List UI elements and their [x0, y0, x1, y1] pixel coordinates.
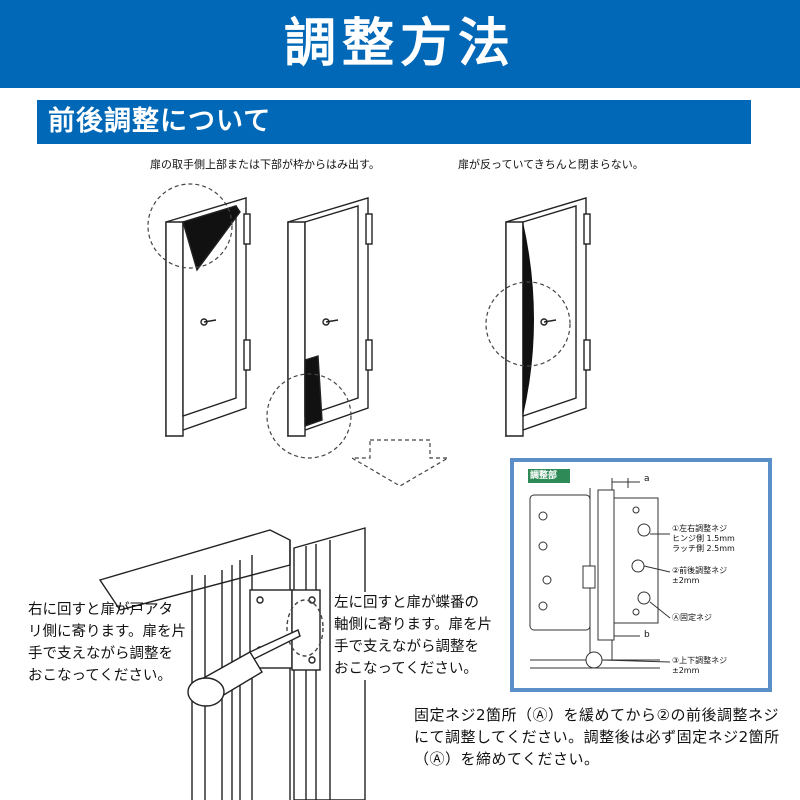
- caption-left: 扉の取手側上部または下部が枠からはみ出す。: [150, 158, 380, 171]
- left-turn-line3: 手で支えながら調整を: [334, 639, 479, 655]
- door-illustration-2: [287, 197, 373, 437]
- label3-line1: ③上下調整ネジ: [672, 656, 728, 665]
- section-header: 前後調整について: [37, 100, 751, 144]
- door-illustration-1: [165, 197, 251, 437]
- label3-line2: ±2mm: [672, 666, 700, 675]
- dimension-b-label: b: [644, 630, 650, 640]
- down-arrow-icon: [349, 439, 451, 487]
- right-turn-line4: おこなってください。: [28, 668, 172, 684]
- label1-line2: ヒンジ側 1.5mm: [672, 534, 735, 543]
- left-turn-note: 左に回すと扉が蝶番の 軸側に寄ります。扉を片 手で支えながら調整を おこなってく…: [334, 592, 493, 680]
- label1-line3: ラッチ側 2.5mm: [672, 544, 735, 553]
- header-banner: 調整方法: [0, 0, 800, 88]
- right-turn-line3: 手で支えながら調整を: [28, 646, 173, 662]
- right-turn-note: 右に回すと扉が戸アタ リ側に寄ります。扉を片 手で支えながら調整を おこなってく…: [28, 599, 186, 687]
- highlight-circle-middle: [485, 281, 571, 367]
- adjust-screw-3-label: ③上下調整ネジ ±2mm: [672, 656, 727, 676]
- inset-tag-label: 調整部: [530, 471, 558, 481]
- left-turn-line2: 軸側に寄ります。扉を片: [334, 617, 493, 633]
- adjust-screw-2-label: ②前後調整ネジ ±2mm: [672, 566, 727, 586]
- caption-right: 扉が反っていてきちんと閉まらない。: [458, 158, 644, 171]
- inset-tag: [528, 469, 570, 483]
- fixing-screw-label: Ⓐ固定ネジ: [672, 613, 712, 622]
- adjust-screw-1-label: ①左右調整ネジ ヒンジ側 1.5mm ラッチ側 2.5mm: [672, 524, 735, 554]
- left-turn-line4: おこなってください。: [334, 661, 478, 677]
- label2-line1: ②前後調整ネジ: [672, 566, 728, 575]
- right-turn-line2: リ側に寄ります。扉を片: [28, 624, 187, 640]
- label1-line1: ①左右調整ネジ: [672, 524, 728, 533]
- label2-line2: ±2mm: [672, 576, 700, 585]
- highlight-circle-top: [147, 183, 233, 269]
- right-turn-line1: 右に回すと扉が戸アタ: [28, 602, 173, 618]
- highlight-circle-bottom: [266, 373, 352, 459]
- left-turn-line1: 左に回すと扉が蝶番の: [334, 595, 479, 611]
- inset-hinge-drawing: [529, 478, 671, 669]
- section-title: 前後調整について: [48, 106, 272, 137]
- fixing-instructions: 固定ネジ2箇所（Ⓐ）を緩めてから②の前後調整ネジにて調整してください。調整後は必…: [414, 706, 780, 768]
- page-title: 調整方法: [283, 14, 516, 74]
- door-illustration-3: [505, 197, 591, 437]
- dimension-a-label: a: [644, 474, 650, 484]
